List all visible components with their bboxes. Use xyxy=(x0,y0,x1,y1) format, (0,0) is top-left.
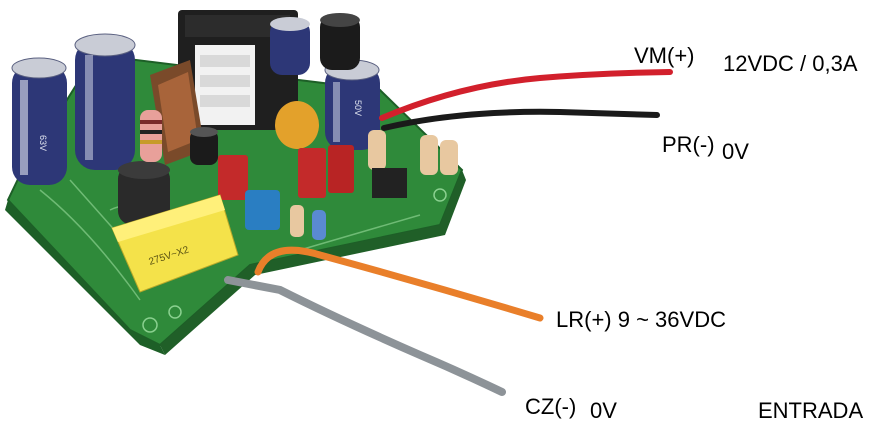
vm-plus-label: VM(+) xyxy=(634,43,695,68)
resistors-right xyxy=(290,130,458,240)
cz-minus-label: CZ(-) xyxy=(525,394,577,419)
lr-plus-input-label: LR(+) 9 ~ 36VDC xyxy=(556,307,726,332)
gray-wire xyxy=(224,276,506,396)
output-spec-label: 12VDC / 0,3A xyxy=(723,51,858,76)
ceramic-capacitor xyxy=(275,101,319,149)
output-zero-volt-label: 0V xyxy=(722,139,749,164)
transformer xyxy=(178,10,298,130)
red-wire xyxy=(379,69,673,121)
resistor-vertical xyxy=(140,110,162,162)
electrolytic-capacitor-left: 63V xyxy=(11,57,67,185)
small-black-capacitor xyxy=(190,127,218,165)
orange-wire xyxy=(254,246,544,322)
ic-chip xyxy=(372,168,407,198)
black-wire xyxy=(381,108,660,131)
pr-minus-label: PR(-) xyxy=(662,132,715,157)
film-capacitors xyxy=(218,145,354,200)
input-zero-volt-label: 0V xyxy=(590,398,617,423)
inductor-coil xyxy=(118,161,170,225)
x2-capacitor: 275V~X2 xyxy=(111,194,239,293)
small-capacitors-top xyxy=(270,13,360,75)
capacitor-left-marking: 63V xyxy=(38,135,48,151)
blue-capacitor xyxy=(245,190,280,230)
wires xyxy=(224,69,673,396)
entrada-label: ENTRADA xyxy=(758,398,864,423)
capacitor-right-marking: 50V xyxy=(353,100,363,116)
electrolytic-capacitor-center-left xyxy=(74,33,136,170)
